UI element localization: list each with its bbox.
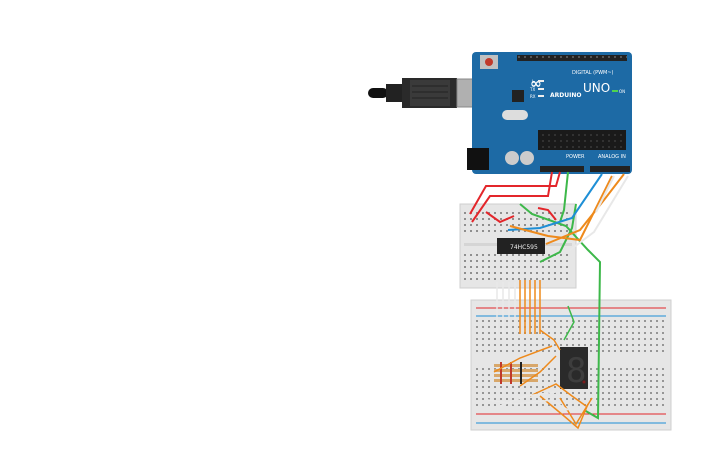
shift-register-chip[interactable]: 74HC595 xyxy=(497,238,545,254)
resistor-array[interactable] xyxy=(494,362,538,384)
wire-green-2[interactable] xyxy=(519,203,602,420)
digital-label: DIGITAL (PWM~) xyxy=(572,70,614,76)
wire-orange-2[interactable] xyxy=(545,173,625,245)
l-led-label: L xyxy=(532,79,535,84)
wire-red-2[interactable] xyxy=(471,171,553,223)
seven-segment-display[interactable]: 8 xyxy=(560,347,588,391)
display-digit: 8 xyxy=(566,351,586,391)
rx-label: RX xyxy=(530,94,536,99)
tx-label: TX xyxy=(529,87,535,92)
capacitor-1 xyxy=(505,151,519,165)
analog-header[interactable] xyxy=(590,166,630,172)
power-label: POWER xyxy=(566,154,585,160)
infinity-logo-icon: ∞ xyxy=(530,76,542,92)
power-jack[interactable] xyxy=(467,148,489,170)
analog-label: ANALOG IN xyxy=(598,154,626,160)
wire-red-4[interactable] xyxy=(537,207,557,221)
power-header[interactable] xyxy=(540,166,584,172)
chip-label: 74HC595 xyxy=(510,244,538,251)
arduino-board[interactable]: DIGITAL (PWM~) ∞ ARDUINO UNO ON L TX RX … xyxy=(467,52,632,174)
wire-white-1[interactable] xyxy=(569,175,629,251)
model-label: UNO xyxy=(583,81,610,95)
bus-wires[interactable] xyxy=(496,280,541,334)
wire-white-2[interactable] xyxy=(595,175,615,213)
bottom-wires[interactable] xyxy=(487,305,593,430)
wire-red-3[interactable] xyxy=(485,211,515,224)
crystal xyxy=(502,110,528,120)
wire-orange-1[interactable] xyxy=(509,175,613,242)
wire-green-1[interactable] xyxy=(559,171,569,223)
on-label: ON xyxy=(619,89,625,94)
wires[interactable] xyxy=(469,171,629,420)
wire-red-1[interactable] xyxy=(469,171,561,215)
capacitor-2 xyxy=(520,151,534,165)
brand-label: ARDUINO xyxy=(550,92,581,99)
usb-chip xyxy=(512,90,524,102)
